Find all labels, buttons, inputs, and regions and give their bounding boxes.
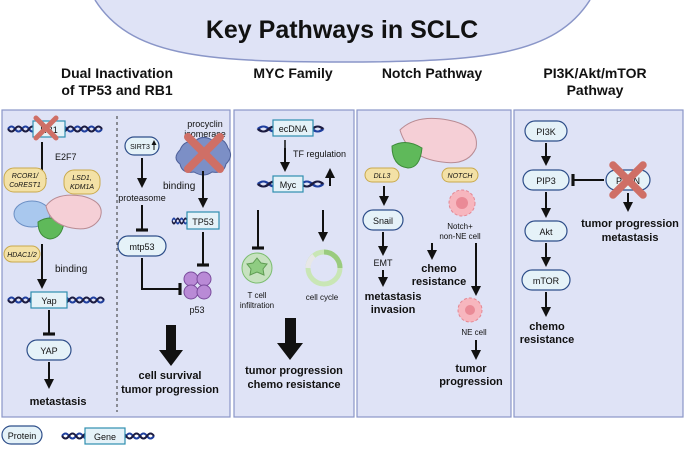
legend-protein-box bbox=[1, 425, 43, 445]
legend-gene-label: Gene bbox=[94, 432, 116, 442]
outcome-tumor-notch: tumor bbox=[455, 363, 487, 375]
label-dll3: DLL3 bbox=[374, 173, 391, 180]
big-down-arrow bbox=[277, 318, 303, 360]
protein-box-yap bbox=[26, 339, 72, 361]
label-procyclin-1: procyclin bbox=[187, 119, 223, 129]
protein-green-icon bbox=[391, 142, 423, 169]
outcome-chemo-resistance-2: chemo resistance bbox=[248, 379, 341, 391]
label-resistance-pi3k: resistance bbox=[520, 334, 574, 346]
title-banner bbox=[94, 0, 591, 63]
label-cell-cycle: cell cycle bbox=[306, 293, 339, 302]
protein-box-pip3 bbox=[522, 169, 570, 191]
protein-label-mtp53: mtp53 bbox=[129, 242, 154, 252]
outcome-tumor-progression-1: tumor progression bbox=[121, 384, 219, 396]
label-invasion-notch: invasion bbox=[371, 304, 416, 316]
label-binding-right: binding bbox=[163, 181, 195, 192]
legend-protein-label: Protein bbox=[8, 431, 37, 441]
t-cell-icon bbox=[241, 252, 273, 284]
gene-label-ecdna: ecDNA bbox=[279, 124, 308, 134]
panel-myc bbox=[233, 109, 355, 418]
protein-label-pi3k: PI3K bbox=[536, 127, 556, 137]
label-tf-regulation: TF regulation bbox=[293, 149, 346, 159]
protein-box-mtp53 bbox=[117, 235, 167, 257]
heading-tp53-rb1-line1: Dual Inactivation bbox=[61, 65, 173, 81]
label-lsd1: LSD1, bbox=[72, 175, 92, 182]
pill-notch bbox=[441, 167, 479, 183]
pill-lsd1 bbox=[63, 169, 101, 195]
protein-label-snail: Snail bbox=[373, 216, 393, 226]
pill-hdac bbox=[3, 245, 41, 263]
protein-label-pip3: PIP3 bbox=[536, 176, 556, 186]
gene-label-myc: Myc bbox=[280, 180, 297, 190]
gene-box-tp53 bbox=[186, 211, 220, 230]
protein-label-yap: YAP bbox=[40, 346, 57, 356]
outcome-cell-survival: cell survival bbox=[139, 370, 202, 382]
heading-myc: MYC Family bbox=[253, 65, 333, 81]
heading-pi3k-line2: Pathway bbox=[567, 82, 624, 98]
label-procyclin-2: isomerase bbox=[184, 129, 226, 139]
panel-pi3k bbox=[513, 109, 684, 418]
label-tcell-2: infiltration bbox=[240, 301, 274, 310]
inhibition-line bbox=[141, 258, 182, 295]
label-emt: EMT bbox=[374, 258, 394, 268]
gene-box-yap bbox=[30, 291, 68, 309]
label-hdac: HDAC1/2 bbox=[7, 252, 37, 259]
label-rcor1: RCOR1/ bbox=[12, 173, 40, 180]
label-corest1: CoREST1 bbox=[9, 182, 41, 189]
label-p53: p53 bbox=[189, 305, 204, 315]
label-chemo-pi3k: chemo bbox=[529, 321, 565, 333]
panel-notch bbox=[356, 109, 512, 418]
cell-cycle-icon bbox=[305, 249, 343, 287]
pill-dll3 bbox=[364, 167, 400, 183]
big-down-arrow bbox=[159, 325, 183, 366]
label-metastasis-left: metastasis bbox=[30, 396, 87, 408]
notch-cell-icon bbox=[448, 189, 476, 217]
label-metastasis-notch: metastasis bbox=[365, 291, 422, 303]
label-binding-left: binding bbox=[55, 264, 87, 275]
protein-box-pi3k bbox=[524, 120, 568, 142]
outcome-tumor-progression-2: tumor progression bbox=[245, 365, 343, 377]
label-resistance-notch: resistance bbox=[412, 276, 466, 288]
gene-label-tp53: TP53 bbox=[192, 217, 214, 227]
label-pten-tumor-progression: tumor progression bbox=[581, 218, 679, 230]
protein-box-sirt3 bbox=[124, 136, 160, 156]
gene-box-myc bbox=[272, 175, 304, 193]
label-notch: NOTCH bbox=[448, 173, 474, 180]
label-proteasome: proteasome bbox=[118, 193, 166, 203]
protein-label-sirt3: SIRT3 bbox=[130, 144, 150, 151]
label-notch-cell-1: Notch+ bbox=[447, 222, 473, 231]
gene-label-yap: Yap bbox=[41, 296, 56, 306]
outcome-progression-notch: progression bbox=[439, 376, 503, 388]
label-e2f7: E2F7 bbox=[55, 152, 77, 162]
label-kdm1a: KDM1A bbox=[70, 184, 94, 191]
p53-protein-icon bbox=[183, 271, 212, 300]
label-pten-metastasis: metastasis bbox=[602, 232, 659, 244]
gene-box-ecdna bbox=[272, 119, 314, 137]
label-ne-cell: NE cell bbox=[461, 328, 487, 337]
legend-gene-box bbox=[84, 427, 126, 445]
pill-rcor1 bbox=[3, 167, 47, 193]
protein-label-mtor: mTOR bbox=[533, 276, 560, 286]
label-tcell-1: T cell bbox=[248, 291, 267, 300]
label-chemo-notch: chemo bbox=[421, 263, 457, 275]
page-title: Key Pathways in SCLC bbox=[206, 16, 478, 44]
heading-notch: Notch Pathway bbox=[382, 65, 483, 81]
protein-box-snail bbox=[362, 209, 404, 231]
heading-pi3k-line1: PI3K/Akt/mTOR bbox=[543, 65, 646, 81]
heading-tp53-rb1-line2: of TP53 and RB1 bbox=[61, 82, 172, 98]
protein-label-akt: Akt bbox=[539, 227, 553, 237]
protein-box-akt bbox=[524, 220, 568, 242]
ne-cell-icon bbox=[457, 297, 483, 323]
protein-box-mtor bbox=[521, 269, 571, 291]
label-notch-cell-2: non-NE cell bbox=[439, 232, 481, 241]
protein-pink-icon bbox=[45, 194, 102, 230]
